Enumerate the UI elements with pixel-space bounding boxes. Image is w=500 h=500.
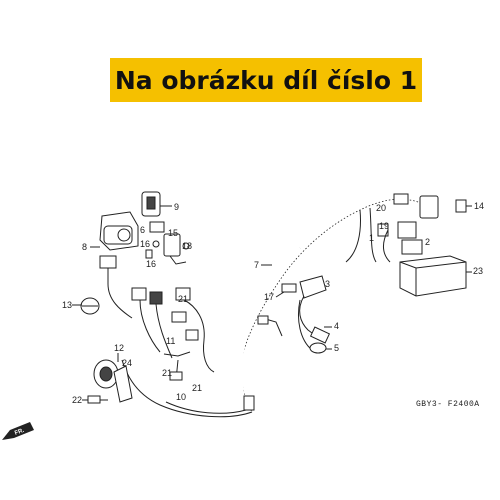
callout-5: 5 — [334, 343, 339, 353]
callout-24: 24 — [122, 358, 132, 368]
callout-9: 9 — [174, 202, 179, 212]
direction-label: FR. — [14, 428, 25, 437]
callout-1: 1 — [369, 233, 374, 243]
callout-4: 4 — [334, 321, 339, 331]
callout-21: 21 — [162, 368, 172, 378]
banner-text: Na obrázku díl číslo 1 — [114, 65, 418, 95]
callout-8: 8 — [82, 242, 87, 252]
front-direction-arrow: FR. — [2, 422, 34, 440]
mid-wiring — [243, 315, 283, 411]
callout-7: 7 — [254, 260, 259, 270]
callout-labels: 9 8 6 15 18 16 16 7 14 20 19 2 1 23 3 17… — [62, 201, 484, 405]
left-connectors — [131, 287, 215, 381]
callout-13: 13 — [62, 300, 72, 310]
callout-10: 10 — [176, 392, 186, 402]
callout-19: 19 — [379, 221, 389, 231]
callout-23: 23 — [473, 266, 483, 276]
cap-part — [80, 297, 100, 315]
callout-18: 18 — [182, 241, 192, 251]
callout-21: 21 — [178, 294, 188, 304]
ignition-coil-part — [281, 275, 331, 354]
callout-16: 16 — [140, 239, 150, 249]
callout-21: 21 — [192, 383, 202, 393]
callout-14: 14 — [474, 201, 484, 211]
main-wire-harness — [121, 196, 419, 418]
callout-17: 17 — [264, 292, 274, 302]
part-number-banner: Na obrázku díl číslo 1 — [110, 58, 422, 102]
drawing-code: GBY3- F2400A — [416, 400, 480, 409]
ignition-switch-part — [99, 191, 161, 319]
callout-11: 11 — [166, 336, 175, 346]
right-components — [377, 193, 467, 297]
callout-20: 20 — [376, 203, 386, 213]
switch-parts-cluster — [145, 221, 190, 265]
callout-3: 3 — [325, 279, 330, 289]
callout-22: 22 — [72, 395, 82, 405]
callout-16: 16 — [146, 259, 156, 269]
callout-2: 2 — [425, 237, 430, 247]
callout-15: 15 — [168, 228, 178, 238]
callout-12: 12 — [114, 343, 124, 353]
callout-6: 6 — [140, 225, 145, 235]
